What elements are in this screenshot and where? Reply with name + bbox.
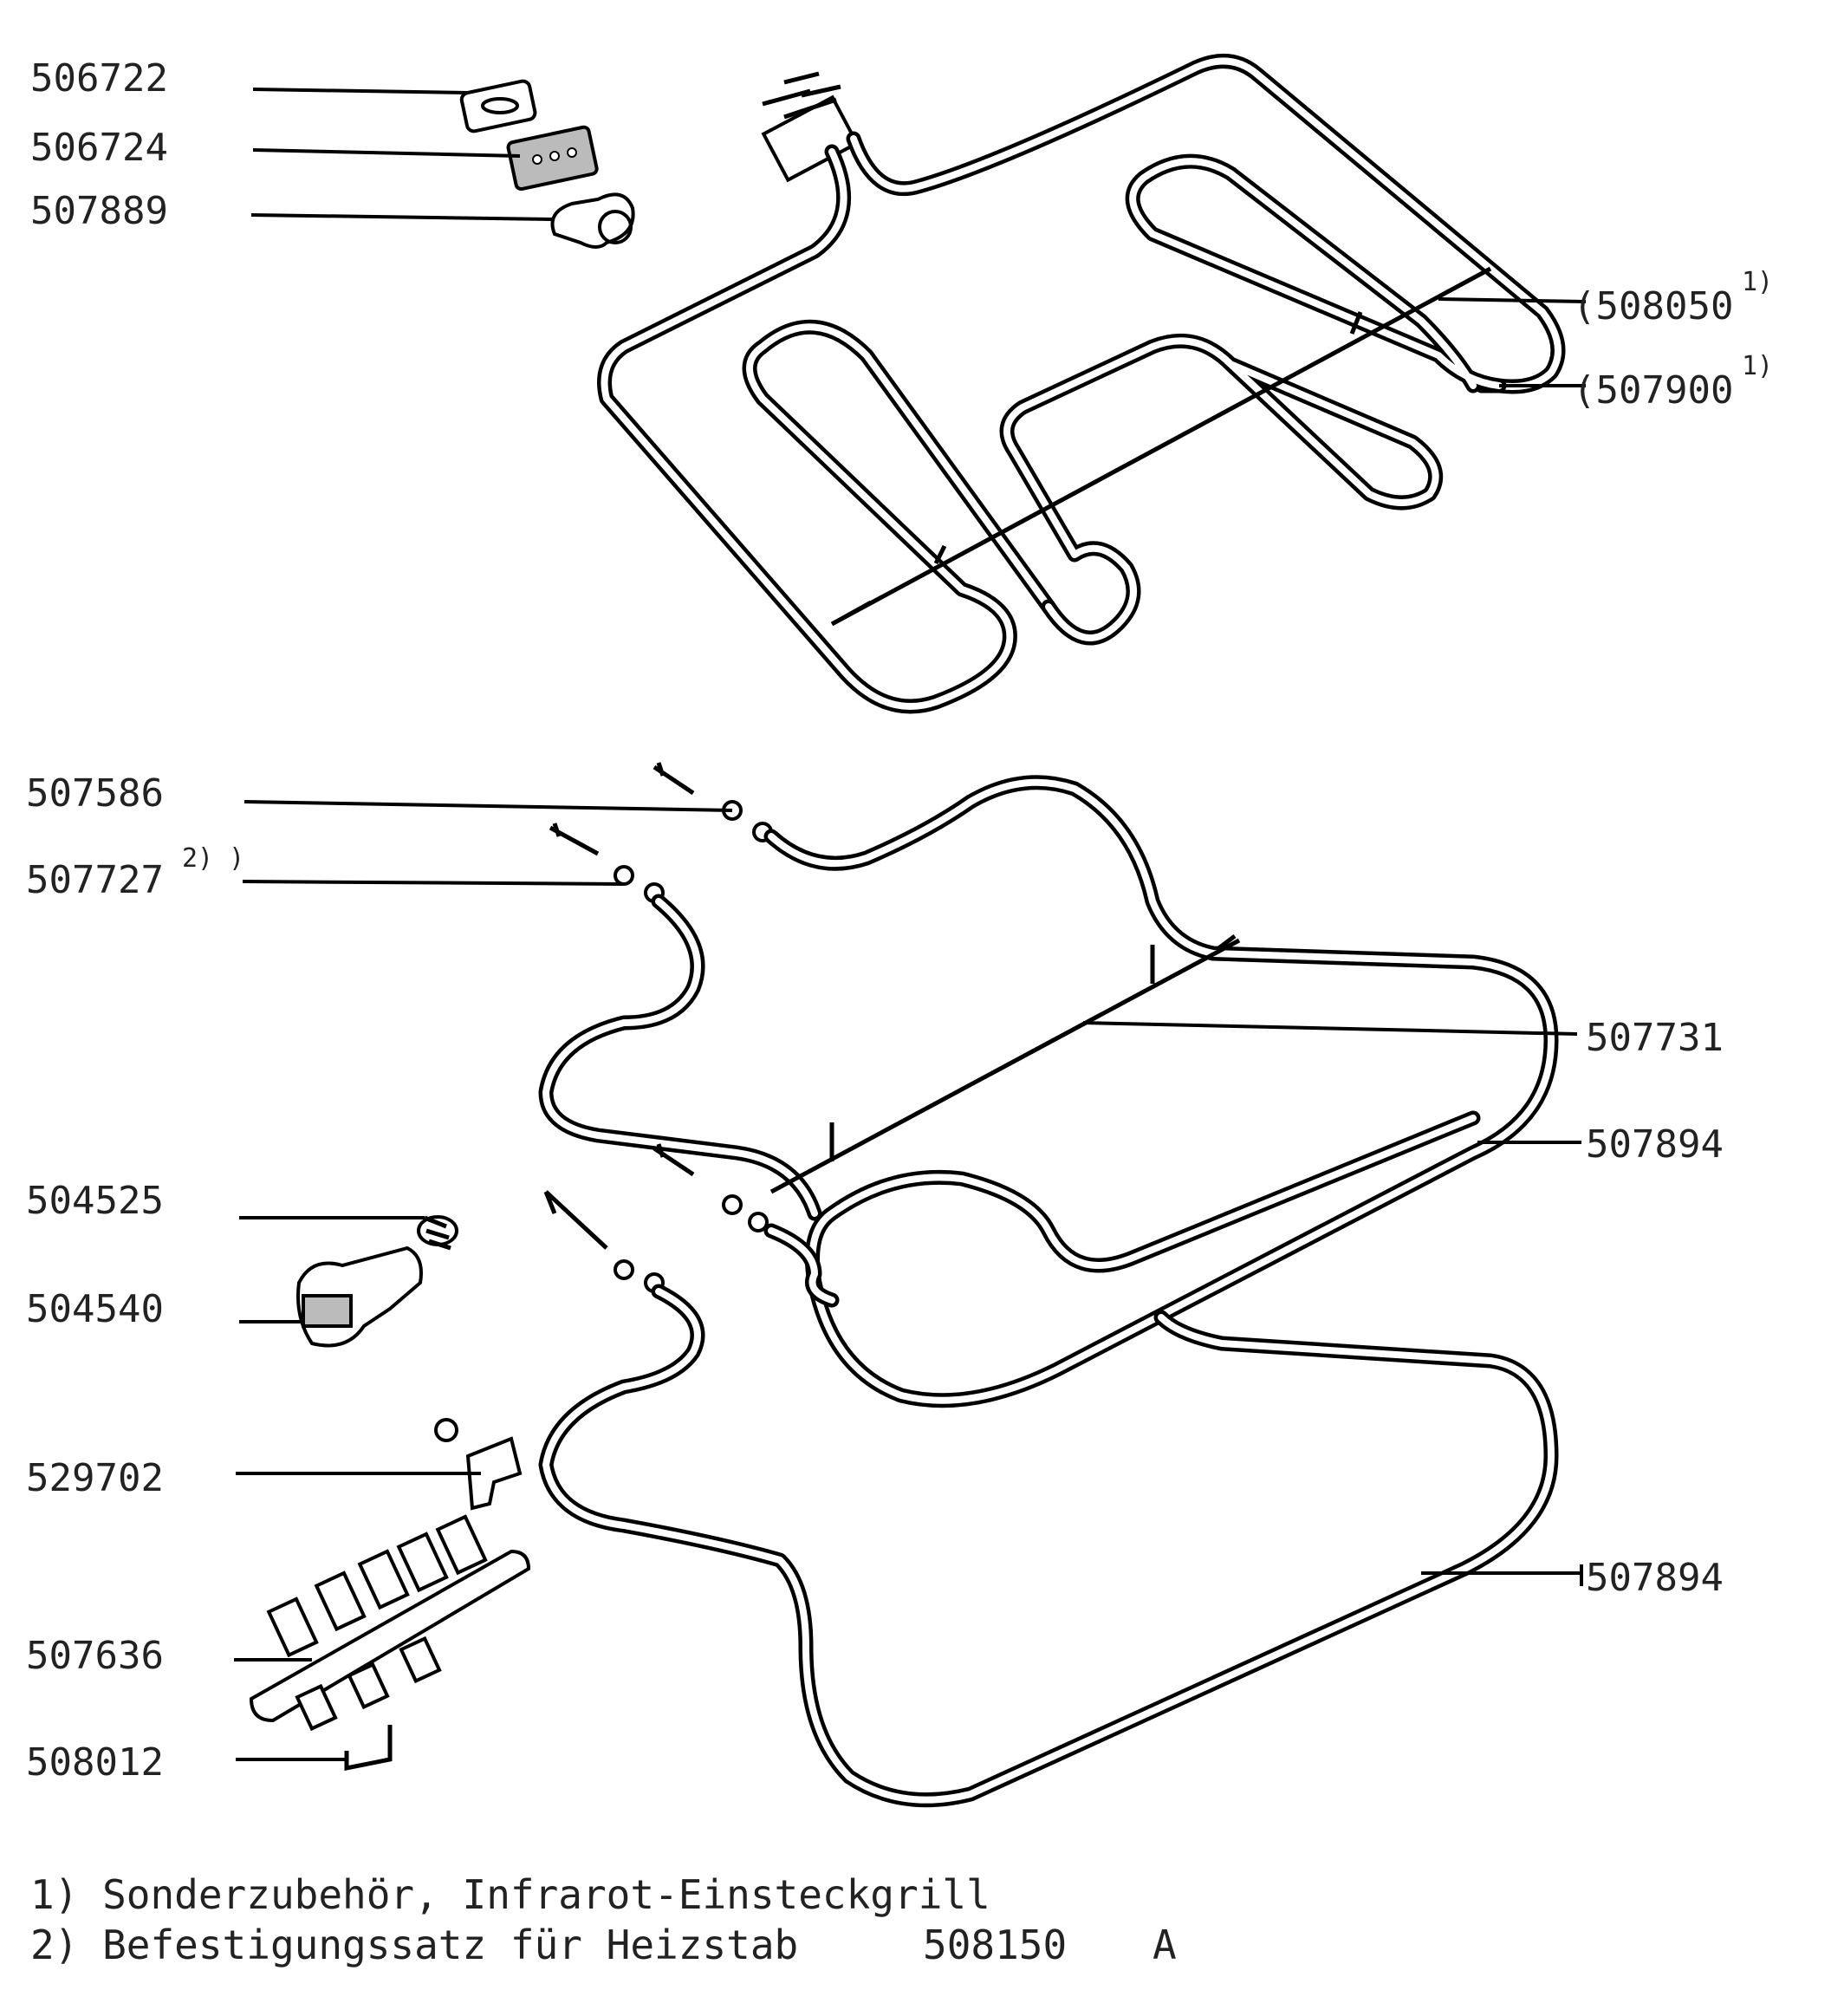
oven-heating-element-upper [538,762,1559,1408]
label-508050: (508050 [1573,284,1733,328]
label-507900-note: 1) [1742,351,1773,381]
label-504525: 504525 [26,1179,164,1223]
footnote-2-rev: A [1152,1922,1177,1968]
footnote-2: 2) Befestigungssatz für Heizstab [30,1922,798,1968]
fitting-parts-top [459,79,635,249]
label-507894-upper: 507894 [1586,1122,1724,1167]
label-507894-lower: 507894 [1586,1556,1724,1600]
footnote-2-code: 508150 [923,1922,1067,1968]
label-508050-note: 1) [1742,267,1773,297]
label-507586: 507586 [26,771,164,816]
label-506724: 506724 [30,126,168,170]
label-506722: 506722 [30,56,168,101]
label-507727: 507727 [26,858,164,902]
label-507889: 507889 [30,189,168,233]
label-507731: 507731 [1586,1016,1724,1060]
footnote-1: 1) Sonderzubehör, Infrarot-Einsteckgrill [30,1871,990,1918]
label-504540: 504540 [26,1287,164,1331]
label-507636: 507636 [26,1634,164,1678]
label-508012: 508012 [26,1740,164,1785]
label-507727-note: 2) ) [182,843,244,874]
grill-heating-element [597,53,1566,714]
oven-heating-element-lower [538,1143,1559,1808]
label-507900: (507900 [1573,368,1733,413]
leader-lines [234,88,1587,1761]
part-labels: 506722 506724 507889 (508050 1) (507900 … [26,56,1773,1785]
accessory-parts-left [249,1215,531,1772]
footnotes: 1) Sonderzubehör, Infrarot-Einsteckgrill… [30,1871,1177,1968]
label-529702: 529702 [26,1456,164,1500]
